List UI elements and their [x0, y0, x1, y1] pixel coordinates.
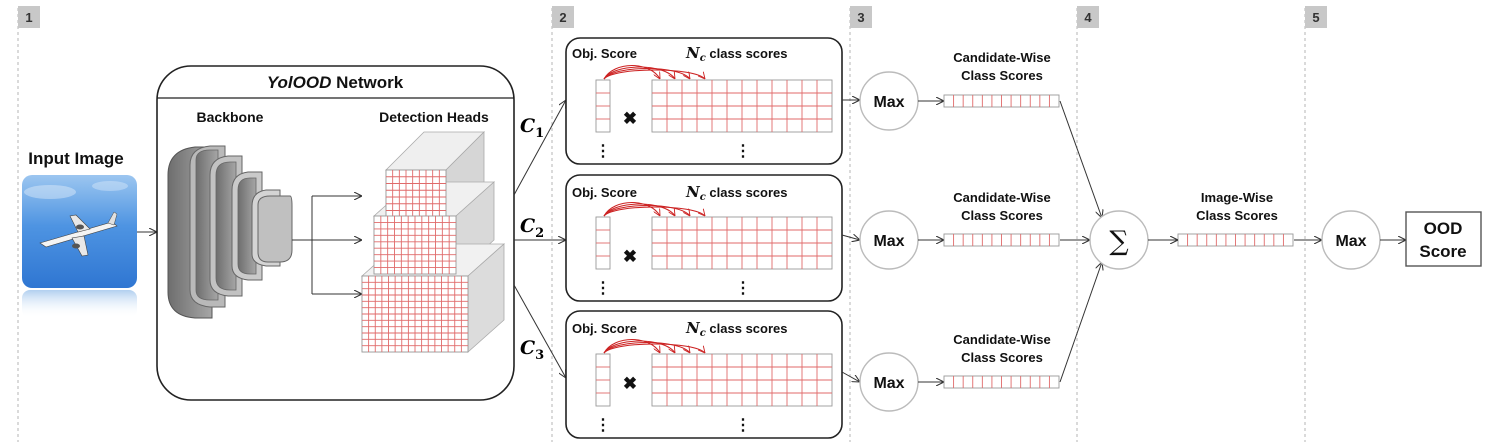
candidate-wise-vector-1: [943, 94, 1060, 108]
class-score-grid-1: [651, 79, 833, 133]
objectness-broadcast-arcs-2: [603, 202, 705, 217]
nc-class-scores-label: Nc class scores: [685, 183, 788, 203]
image-wise-vector: [1177, 233, 1294, 247]
svg-text:Candidate-Wise: Candidate-Wise: [953, 190, 1050, 205]
max-node-3: Max: [859, 352, 919, 412]
ood-score-box: OOD Score: [1405, 211, 1482, 267]
svg-text:Class Scores: Class Scores: [961, 208, 1043, 223]
final-max-node: Max: [1321, 210, 1381, 270]
vertical-ellipsis: ⋮: [595, 280, 611, 297]
obj-score-column-3: [595, 353, 611, 407]
stage-separators: [17, 8, 1306, 442]
obj-score-column-1: [595, 79, 611, 133]
network-title: YolOOD Network: [267, 73, 404, 92]
candidate-wise-label-3: Candidate-Wise Class Scores: [953, 332, 1050, 365]
stage-number: 2: [559, 10, 566, 25]
detection-heads: [360, 131, 506, 353]
max-label: Max: [873, 233, 904, 250]
airplane-icon: [39, 211, 118, 257]
ood-score-line1: OOD: [1424, 219, 1463, 238]
candidate-label-1: C1: [520, 115, 544, 141]
stage-label-2: 2: [552, 6, 574, 28]
max-node-2: Max: [859, 210, 919, 270]
stage-label-3: 3: [850, 6, 872, 28]
stage-label-4: 4: [1077, 6, 1099, 28]
svg-text:Class Scores: Class Scores: [961, 68, 1043, 83]
vertical-ellipsis: ⋮: [595, 143, 611, 160]
head-grid-medium: [373, 215, 457, 275]
stage-label-1: 1: [18, 6, 40, 28]
input-image-label: Input Image: [28, 149, 123, 168]
stage-number: 5: [1312, 10, 1319, 25]
max-node-1: Max: [859, 71, 919, 131]
candidate-arrows: [513, 100, 566, 378]
multiply-icon: ✖: [623, 109, 637, 128]
objectness-broadcast-arcs-1: [603, 65, 705, 80]
max-label: Max: [873, 375, 904, 392]
max-label: Max: [1335, 233, 1366, 250]
obj-score-label: Obj. Score: [572, 185, 637, 200]
vertical-ellipsis: ⋮: [735, 280, 751, 297]
obj-score-column-2: [595, 216, 611, 270]
nc-class-scores-label: Nc class scores: [685, 319, 788, 339]
objectness-broadcast-arcs-3: [603, 339, 705, 354]
candidate-wise-label-2: Candidate-Wise Class Scores: [953, 190, 1050, 223]
input-image: [22, 175, 137, 318]
stage-number: 1: [25, 10, 32, 25]
candidate-wise-vector-3: [943, 375, 1060, 389]
stage-label-5: 5: [1305, 6, 1327, 28]
svg-text:Candidate-Wise: Candidate-Wise: [953, 332, 1050, 347]
backbone-to-heads-arrows: [292, 196, 362, 294]
candidate-label-3: C3: [520, 337, 544, 363]
svg-text:Class Scores: Class Scores: [1196, 208, 1278, 223]
yolood-network-box: YolOOD Network Backbone Detection Heads: [156, 65, 515, 401]
backbone-layers: [167, 145, 293, 319]
ood-score-line2: Score: [1419, 242, 1466, 261]
vertical-ellipsis: ⋮: [595, 417, 611, 434]
stage-number: 3: [857, 10, 864, 25]
image-wise-label: Image-Wise Class Scores: [1196, 190, 1278, 223]
backbone-label: Backbone: [197, 109, 264, 125]
candidate-label-2: C2: [520, 215, 544, 241]
multiply-icon: ✖: [623, 247, 637, 266]
candidate-wise-vector-2: [943, 233, 1060, 247]
svg-text:Image-Wise: Image-Wise: [1201, 190, 1273, 205]
detection-heads-label: Detection Heads: [379, 109, 489, 125]
svg-text:Class Scores: Class Scores: [961, 350, 1043, 365]
candidate-wise-label-1: Candidate-Wise Class Scores: [953, 50, 1050, 83]
max-label: Max: [873, 94, 904, 111]
vertical-ellipsis: ⋮: [735, 417, 751, 434]
sum-node: ∑: [1089, 210, 1149, 270]
obj-score-label: Obj. Score: [572, 46, 637, 61]
stage-number: 4: [1084, 10, 1092, 25]
class-score-grid-2: [651, 216, 833, 270]
head-grid-large: [361, 275, 469, 353]
class-score-grid-3: [651, 353, 833, 407]
obj-score-label: Obj. Score: [572, 321, 637, 336]
sum-icon: ∑: [1109, 226, 1128, 257]
vertical-ellipsis: ⋮: [735, 143, 751, 160]
nc-class-scores-label: Nc class scores: [685, 44, 788, 64]
svg-text:Candidate-Wise: Candidate-Wise: [953, 50, 1050, 65]
multiply-icon: ✖: [623, 374, 637, 393]
